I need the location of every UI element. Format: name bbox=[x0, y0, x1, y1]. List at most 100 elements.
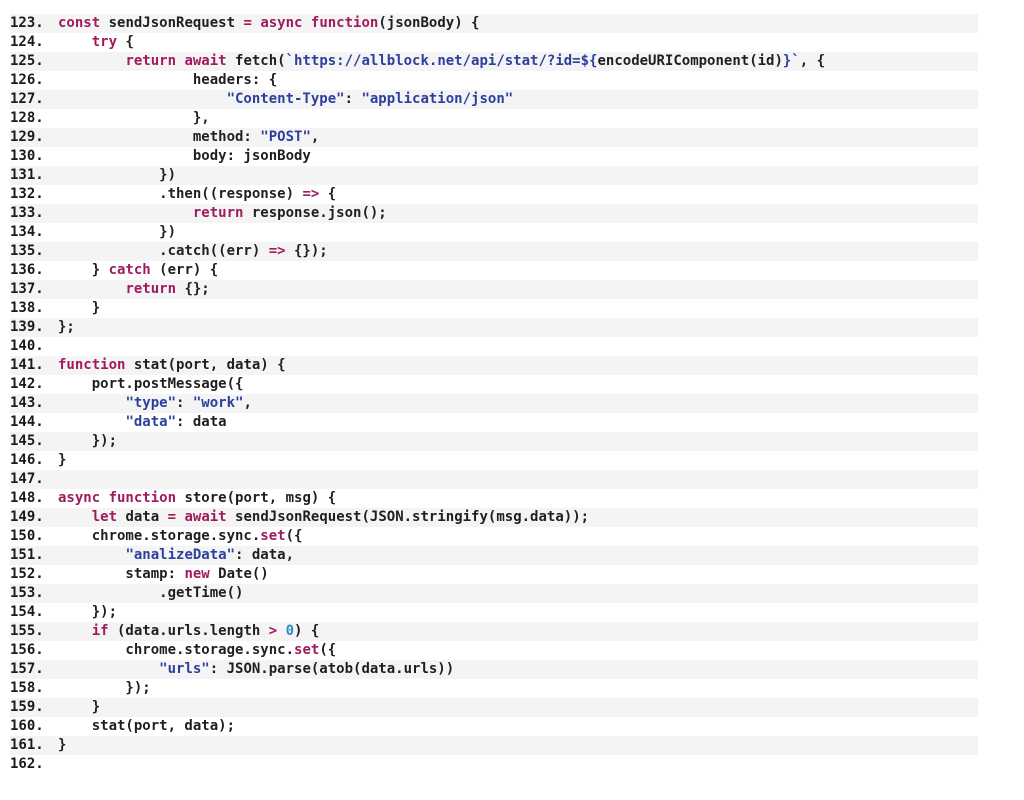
code-token: , bbox=[243, 395, 252, 411]
line-number: 138. bbox=[10, 300, 44, 316]
code-token: (err) { bbox=[150, 262, 219, 278]
line-number: 125. bbox=[10, 53, 44, 69]
code-token: "POST" bbox=[260, 129, 311, 145]
code-token: try bbox=[91, 34, 118, 50]
code-token: set bbox=[294, 642, 320, 658]
code-token: { bbox=[117, 34, 134, 50]
code-text: } bbox=[58, 452, 66, 468]
code-token: headers: { bbox=[58, 72, 278, 88]
code-line: 129. method: "POST", bbox=[10, 128, 978, 147]
code-token: }, bbox=[58, 110, 210, 126]
code-line: 154. }); bbox=[10, 603, 978, 622]
code-token: chrome.storage.sync. bbox=[58, 642, 295, 658]
line-number: 153. bbox=[10, 585, 44, 601]
code-text: }; bbox=[58, 319, 75, 335]
code-token: ({ bbox=[285, 528, 303, 544]
code-token bbox=[277, 623, 285, 639]
line-number: 148. bbox=[10, 490, 44, 506]
code-token: "application/json" bbox=[361, 91, 514, 107]
code-token: Date() bbox=[209, 566, 269, 582]
code-text: } bbox=[58, 737, 66, 753]
code-text: }, bbox=[58, 110, 210, 126]
code-line: 134. }) bbox=[10, 223, 978, 242]
code-token: stat(port, data) { bbox=[125, 357, 286, 373]
code-token: stamp: bbox=[58, 566, 185, 582]
code-token: "urls" bbox=[159, 661, 210, 677]
code-token: } bbox=[58, 737, 67, 753]
code-text: }); bbox=[58, 604, 117, 620]
code-token: => bbox=[302, 186, 320, 202]
code-line: 147. bbox=[10, 470, 978, 489]
code-line: 144. "data": data bbox=[10, 413, 978, 432]
code-line: 162. bbox=[10, 755, 978, 768]
line-number: 158. bbox=[10, 680, 44, 696]
code-token: : JSON.parse(atob(data.urls)) bbox=[209, 661, 455, 677]
code-token: body: jsonBody bbox=[58, 148, 311, 164]
line-number: 133. bbox=[10, 205, 44, 221]
code-text: } catch (err) { bbox=[58, 262, 218, 278]
code-token: = bbox=[167, 509, 177, 525]
code-text: stat(port, data); bbox=[58, 718, 235, 734]
code-line: 125. return await fetch(`https://allbloc… bbox=[10, 52, 978, 71]
line-number: 129. bbox=[10, 129, 44, 145]
line-number: 145. bbox=[10, 433, 44, 449]
code-token: = bbox=[243, 15, 252, 31]
code-text: port.postMessage({ bbox=[58, 376, 244, 392]
code-line: 139.}; bbox=[10, 318, 978, 337]
line-number: 131. bbox=[10, 167, 44, 183]
code-token: `https://allblock.net/api/stat/?id=${ bbox=[285, 53, 598, 69]
code-line: 157. "urls": JSON.parse(atob(data.urls)) bbox=[10, 660, 978, 679]
code-token bbox=[58, 281, 125, 297]
code-line: 142. port.postMessage({ bbox=[10, 375, 978, 394]
code-token: stat(port, data); bbox=[58, 718, 236, 734]
code-text: return await fetch(`https://allblock.net… bbox=[58, 53, 825, 69]
line-number: 134. bbox=[10, 224, 44, 240]
code-line: 130. body: jsonBody bbox=[10, 147, 978, 166]
code-token: } bbox=[58, 262, 109, 278]
code-token bbox=[58, 623, 92, 639]
code-text: function stat(port, data) { bbox=[58, 357, 286, 373]
code-token: response.json(); bbox=[243, 205, 387, 221]
code-text: headers: { bbox=[58, 72, 277, 88]
line-number: 147. bbox=[10, 471, 44, 487]
code-line: 136. } catch (err) { bbox=[10, 261, 978, 280]
code-text: body: jsonBody bbox=[58, 148, 311, 164]
code-line: 131. }) bbox=[10, 166, 978, 185]
code-line: 123.const sendJsonRequest = async functi… bbox=[10, 14, 978, 33]
code-token: > bbox=[268, 623, 278, 639]
code-token: }` bbox=[782, 53, 800, 69]
code-token: ) { bbox=[294, 623, 320, 639]
code-token: } bbox=[58, 300, 101, 316]
code-token bbox=[58, 91, 227, 107]
code-token: }); bbox=[58, 680, 151, 696]
code-line: 151. "analizeData": data, bbox=[10, 546, 978, 565]
line-number: 128. bbox=[10, 110, 44, 126]
code-token: {}; bbox=[176, 281, 210, 297]
code-token: if bbox=[91, 623, 109, 639]
code-line: 152. stamp: new Date() bbox=[10, 565, 978, 584]
line-number: 156. bbox=[10, 642, 44, 658]
code-line: 150. chrome.storage.sync.set({ bbox=[10, 527, 978, 546]
code-text: "type": "work", bbox=[58, 395, 252, 411]
code-text: } bbox=[58, 699, 100, 715]
code-line: 146.} bbox=[10, 451, 978, 470]
line-number: 139. bbox=[10, 319, 44, 335]
code-token: (data.urls.length bbox=[108, 623, 269, 639]
line-number: 127. bbox=[10, 91, 44, 107]
code-token: } bbox=[58, 452, 67, 468]
code-token: data bbox=[117, 509, 168, 525]
code-text: stamp: new Date() bbox=[58, 566, 269, 582]
code-line: 124. try { bbox=[10, 33, 978, 52]
code-token: "data" bbox=[125, 414, 177, 430]
code-line: 128. }, bbox=[10, 109, 978, 128]
code-token: port.postMessage({ bbox=[58, 376, 244, 392]
line-number: 137. bbox=[10, 281, 44, 297]
code-line: 132. .then((response) => { bbox=[10, 185, 978, 204]
code-line: 137. return {}; bbox=[10, 280, 978, 299]
line-number: 140. bbox=[10, 338, 44, 354]
line-number: 159. bbox=[10, 699, 44, 715]
code-viewer: 123.const sendJsonRequest = async functi… bbox=[10, 14, 978, 768]
code-token: return await bbox=[125, 53, 227, 69]
code-token: encodeURIComponent(id) bbox=[597, 53, 783, 69]
line-number: 124. bbox=[10, 34, 44, 50]
